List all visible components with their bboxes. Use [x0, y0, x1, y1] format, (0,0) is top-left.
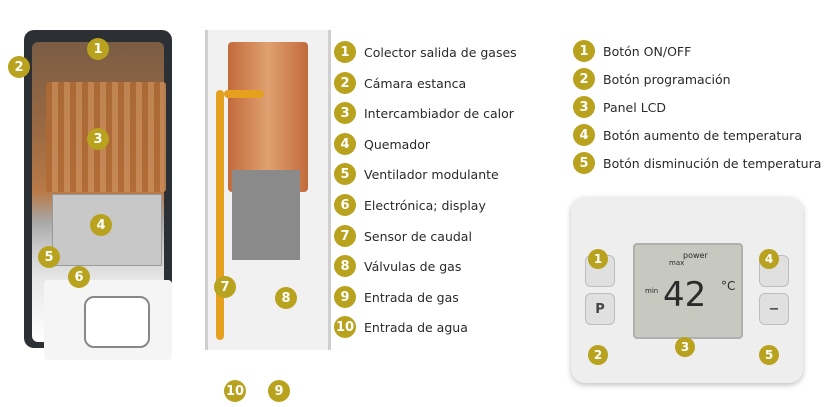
legend-number: 3: [573, 96, 595, 118]
legend-right-item: 3 Panel LCD: [573, 96, 666, 118]
legend-left-item: 5 Ventilador modulante: [334, 163, 499, 185]
lcd-panel: power max min 42 °C: [633, 243, 743, 339]
heater-callout-2: 2: [8, 56, 30, 78]
legend-label: Ventilador modulante: [364, 166, 499, 182]
legend-left-item: 6 Electrónica; display: [334, 194, 486, 216]
legend-label: Intercambiador de calor: [364, 105, 514, 121]
legend-right-item: 5 Botón disminución de temperatura: [573, 152, 821, 174]
heater-callout-1: 1: [87, 38, 109, 60]
legend-label: Entrada de gas: [364, 289, 459, 305]
legend-number: 8: [334, 255, 356, 277]
legend-right-item: 4 Botón aumento de temperatura: [573, 124, 802, 146]
legend-left-item: 2 Cámara estanca: [334, 72, 466, 94]
legend-number: 5: [334, 163, 356, 185]
cutaway-callout-10: 10: [224, 380, 246, 402]
heater-cutaway-image: [205, 30, 331, 350]
water-pipe-top: [224, 90, 264, 98]
modulating-fan: [232, 170, 300, 260]
temperature-unit: °C: [721, 279, 736, 293]
cutaway-callout-7: 7: [214, 276, 236, 298]
legend-label: Entrada de agua: [364, 319, 468, 335]
thermo-callout-5: 5: [759, 345, 779, 365]
legend-label: Botón programación: [603, 71, 731, 87]
legend-number: 1: [334, 41, 356, 63]
heater-interior: [32, 42, 172, 360]
legend-left-item: 1 Colector salida de gases: [334, 41, 517, 63]
legend-label: Botón disminución de temperatura: [603, 155, 822, 171]
heater-callout-4: 4: [90, 214, 112, 236]
legend-label: Botón ON/OFF: [603, 43, 692, 59]
thermo-callout-3: 3: [675, 337, 695, 357]
legend-number: 7: [334, 225, 356, 247]
max-text: max: [669, 259, 685, 267]
water-heater-image: [24, 30, 172, 360]
legend-right-item: 2 Botón programación: [573, 68, 731, 90]
legend-label: Panel LCD: [603, 99, 667, 115]
electronics-box: [44, 280, 172, 360]
display-panel: [84, 296, 150, 348]
combustion-chamber: [228, 42, 308, 192]
legend-label: Colector salida de gases: [364, 44, 517, 60]
legend-label: Botón aumento de temperatura: [603, 127, 802, 143]
legend-label: Válvulas de gas: [364, 258, 462, 274]
legend-number: 3: [334, 102, 356, 124]
legend-number: 6: [334, 194, 356, 216]
legend-number: 2: [573, 68, 595, 90]
legend-label: Sensor de caudal: [364, 228, 472, 244]
thermo-callout-1: 1: [588, 249, 608, 269]
thermo-callout-2: 2: [588, 345, 608, 365]
legend-number: 4: [573, 124, 595, 146]
cutaway-callout-8: 8: [275, 287, 297, 309]
legend-number: 10: [334, 316, 356, 338]
temperature-readout: 42: [663, 275, 707, 315]
legend-left-item: 3 Intercambiador de calor: [334, 102, 514, 124]
legend-right-item: 1 Botón ON/OFF: [573, 40, 691, 62]
thermo-callout-4: 4: [759, 249, 779, 269]
legend-number: 1: [573, 40, 595, 62]
legend-left-item: 7 Sensor de caudal: [334, 225, 472, 247]
cutaway-callout-9: 9: [268, 380, 290, 402]
legend-number: 4: [334, 133, 356, 155]
min-text: min: [645, 287, 659, 295]
legend-number: 9: [334, 286, 356, 308]
legend-left-item: 9 Entrada de gas: [334, 286, 459, 308]
power-text: power: [683, 251, 708, 260]
heater-callout-3: 3: [87, 128, 109, 150]
water-pipe: [216, 90, 224, 340]
legend-label: Electrónica; display: [364, 197, 486, 213]
legend-left-item: 8 Válvulas de gas: [334, 255, 461, 277]
heater-callout-6: 6: [68, 266, 90, 288]
legend-number: 2: [334, 72, 356, 94]
heater-callout-5: 5: [38, 246, 60, 268]
program-button: P: [585, 293, 615, 325]
legend-label: Quemador: [364, 136, 431, 152]
legend-left-item: 4 Quemador: [334, 133, 430, 155]
legend-number: 5: [573, 152, 595, 174]
legend-left-item: 10 Entrada de agua: [334, 316, 468, 338]
temp-down-button: −: [759, 293, 789, 325]
legend-label: Cámara estanca: [364, 75, 467, 91]
